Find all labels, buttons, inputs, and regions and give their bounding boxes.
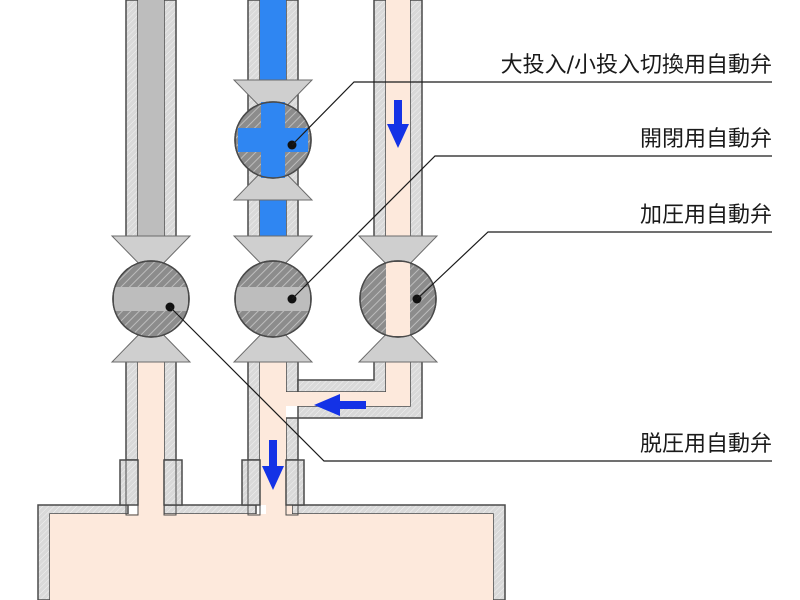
depressurize-valve — [110, 235, 192, 363]
large-small-switch-valve — [232, 79, 314, 201]
receiver-tank — [37, 490, 506, 600]
label-pressurize-valve: 加圧用自動弁 — [640, 203, 772, 228]
flow-arrow-down-icon — [387, 100, 409, 148]
label-open-close-valve: 開閉用自動弁 — [640, 127, 772, 152]
pressurize-valve — [357, 235, 439, 363]
leader-lines — [169, 81, 772, 462]
label-large-small-switch-valve: 大投入/小投入切換用自動弁 — [501, 53, 772, 78]
label-depressurize-valve: 脱圧用自動弁 — [640, 432, 772, 457]
flow-arrow-left-icon — [314, 394, 366, 416]
flow-arrow-down-icon — [262, 440, 284, 490]
open-close-valve — [232, 235, 314, 363]
